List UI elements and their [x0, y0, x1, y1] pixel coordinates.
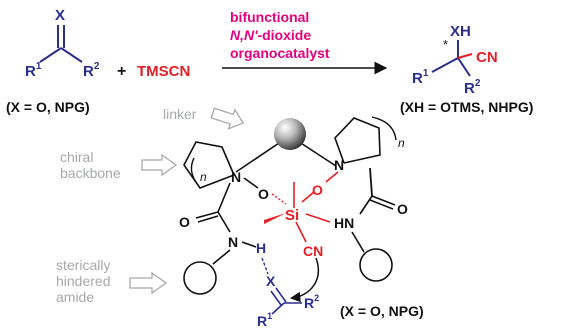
reactant-x-label: X [55, 7, 65, 24]
product-cn-label: CN [476, 49, 498, 66]
right-ring-n-index: n [398, 136, 405, 150]
substrate-r1: R1 [257, 311, 272, 329]
chiral-label-2: backbone [60, 165, 121, 181]
cyanide-cn: CN [303, 243, 323, 259]
hydrogen-bond-dashes [261, 257, 269, 275]
reactant-note: (X = O, NPG) [6, 99, 90, 115]
steric-label-3: amide [56, 289, 94, 305]
amide-pointer-arrow [129, 271, 168, 295]
reagent-tmscn: TMSCN [137, 63, 190, 80]
left-ring-n-index: n [200, 170, 207, 184]
right-oxide-o: O [312, 182, 323, 198]
left-amide-substituent-circle [183, 261, 217, 295]
plus-sign: + [117, 63, 126, 80]
bottom-note: (X = O, NPG) [340, 303, 424, 319]
reactant-ketone: X R1 R2 [25, 7, 100, 80]
right-amide-hn: HN [334, 215, 354, 231]
substrate-x-atom: X [266, 273, 276, 289]
catalyst-label: bifunctional N,N'-dioxide organocatalyst [230, 9, 330, 61]
right-n-atom: N [334, 157, 344, 173]
substrate-r2: R2 [304, 293, 319, 311]
right-amide-o: O [397, 201, 408, 217]
left-amide-n: N [228, 234, 238, 250]
right-amide-group: O HN [334, 167, 408, 282]
reactant-r1-label: R1 [25, 61, 42, 80]
catalyst-line-1: bifunctional [230, 9, 309, 25]
chiral-label-1: chiral [60, 149, 93, 165]
linker-label: linker [163, 106, 197, 122]
product-xh-label: XH [450, 23, 471, 40]
backbone-pointer-arrow [141, 153, 178, 177]
right-amide-substituent-circle [359, 248, 393, 282]
product-structure: XH * CN R1 R2 [412, 23, 498, 97]
product-stereocenter-star: * [443, 37, 448, 52]
catalyst-line-3: organocatalyst [230, 45, 330, 61]
reactant-r2-label: R2 [83, 61, 100, 80]
steric-label-2: hindered [56, 273, 111, 289]
bound-substrate: X R1 R2 [257, 273, 319, 329]
silicon-atom: Si [285, 207, 299, 224]
linker-sphere [274, 118, 306, 150]
right-pyrrolidine-ring: n N [334, 116, 405, 173]
nucleophilic-attack-arrow [289, 257, 319, 303]
left-pyrrolidine-ring: n N [183, 141, 241, 189]
product-r1-label: R1 [412, 68, 429, 87]
left-amide-o: O [179, 214, 190, 230]
steric-label-1: sterically [56, 257, 110, 273]
left-amide-h: H [256, 240, 266, 256]
catalyst-line-2: N,N'-dioxide [230, 27, 311, 43]
left-oxide-o: O [258, 186, 269, 202]
left-n-atom: N [231, 169, 241, 185]
tmscn-silicon-center: Si CN [264, 182, 331, 259]
product-r2-label: R2 [464, 78, 481, 97]
left-amide-group: O N H [179, 182, 266, 295]
product-note: (XH = OTMS, NHPG) [400, 99, 533, 115]
linker-pointer-arrow [210, 107, 245, 130]
